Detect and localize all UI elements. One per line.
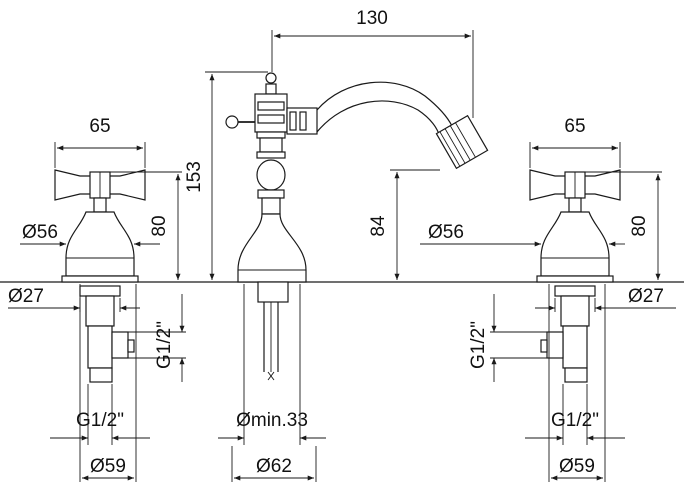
dim-center-62-label: Ø62	[256, 456, 292, 477]
center-tailpiece	[257, 281, 289, 381]
center-spout-neck	[286, 81, 489, 170]
dim-right-56-label: Ø56	[428, 222, 464, 243]
right-cross-handle	[529, 169, 621, 213]
dim-left-65-label: 65	[89, 116, 110, 137]
dim-130-label: 130	[356, 8, 388, 29]
dim-left-59-label: Ø59	[90, 456, 126, 477]
dim-left-80-lines	[110, 171, 182, 280]
dim-84-label: 84	[368, 215, 389, 237]
dim-right-59-lines	[548, 284, 606, 482]
left-valve-shank	[79, 285, 135, 383]
dim-left-56-label: Ø56	[22, 222, 58, 243]
dim-left-65-lines	[54, 142, 146, 168]
dim-right-27-lines	[535, 298, 676, 312]
dim-right-65-label: 65	[564, 116, 585, 137]
dim-left-g12-vertical-lines	[128, 294, 186, 382]
dim-153-lines	[205, 71, 268, 280]
dim-right-g12-vertical-lines	[490, 294, 547, 382]
center-spout-body	[225, 72, 307, 283]
dim-right-59-label: Ø59	[559, 456, 595, 477]
dim-left-27-label: Ø27	[8, 286, 44, 307]
right-valve-shank	[540, 285, 596, 383]
left-cross-handle	[54, 169, 146, 213]
dim-right-80-label: 80	[629, 215, 650, 236]
dim-left-g12-vertical-label: G1/2"	[154, 321, 175, 369]
dim-right-80-lines	[585, 171, 662, 280]
dim-right-g12-horizontal-lines	[525, 384, 625, 445]
dim-right-65-lines	[529, 142, 621, 168]
right-valve-body	[536, 211, 614, 283]
dim-right-27-label: Ø27	[628, 286, 664, 307]
dim-right-g12-vertical-label: G1/2"	[468, 321, 489, 369]
dim-left-59-lines	[79, 284, 137, 482]
dim-center-33-lines	[218, 284, 326, 445]
dim-153-label: 153	[184, 161, 205, 193]
dim-left-80-label: 80	[149, 215, 170, 236]
dim-center-62-lines	[231, 446, 317, 482]
dim-right-g12-horizontal-label: G1/2"	[551, 410, 599, 431]
dim-left-g12-horizontal-label: G1/2"	[76, 410, 124, 431]
left-valve-body	[61, 211, 139, 283]
dim-left-g12-horizontal-lines	[50, 384, 150, 445]
dim-130-lines	[271, 30, 474, 118]
dim-84-lines	[390, 169, 440, 280]
dim-center-33-label: Ømin.33	[236, 410, 308, 431]
